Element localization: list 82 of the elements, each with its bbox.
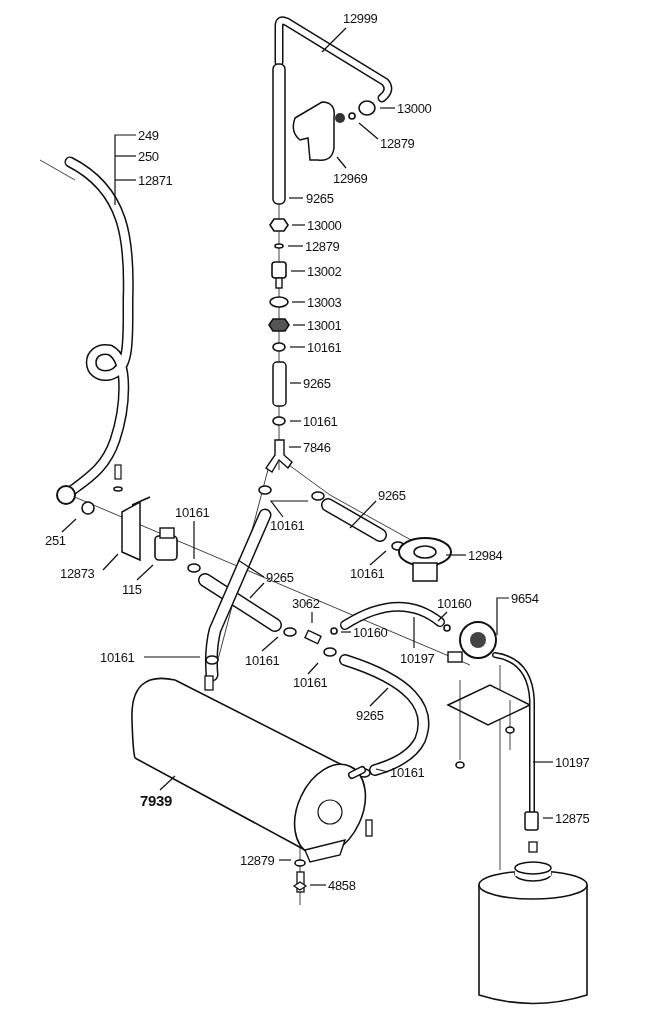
leader-line <box>340 631 352 633</box>
leader-line <box>237 559 265 599</box>
callout-number: 9265 <box>306 191 334 205</box>
callout-number: 13001 <box>307 318 342 332</box>
leader-line <box>269 500 309 518</box>
leader-line <box>193 520 195 560</box>
leader-line <box>114 179 137 181</box>
callout-number: 9265 <box>378 488 406 502</box>
leader-line <box>292 324 306 326</box>
leader-line <box>289 382 302 384</box>
leader-line <box>532 761 554 763</box>
callout-number: 9265 <box>266 570 294 584</box>
callout-number: 12873 <box>60 566 95 580</box>
callout-number: 10161 <box>175 505 210 519</box>
leader-line <box>358 122 379 140</box>
leader-line <box>278 859 292 861</box>
leader-line <box>159 775 176 791</box>
callout-number: 10197 <box>400 651 435 665</box>
callout-number: 13002 <box>307 264 342 278</box>
callout-number: 115 <box>122 582 142 596</box>
leader-line <box>369 550 387 566</box>
leader-line <box>114 155 137 157</box>
leader-line <box>496 597 510 636</box>
leader-line <box>321 27 347 53</box>
callout-number: 10161 <box>350 566 385 580</box>
leader-line <box>542 817 554 819</box>
leader-line <box>61 518 77 533</box>
callout-number: 10161 <box>100 650 135 664</box>
leader-line <box>311 611 313 624</box>
callout-number: 12969 <box>333 171 368 185</box>
leader-line <box>290 270 306 272</box>
callout-number: 12879 <box>380 136 415 150</box>
leader-line <box>261 636 279 652</box>
callout-number: 12879 <box>240 853 275 867</box>
callout-number: 9265 <box>303 376 331 390</box>
leader-line <box>289 346 306 348</box>
callout-number: 10161 <box>245 653 280 667</box>
leader-line <box>437 611 448 622</box>
callout-number: 3062 <box>292 596 320 610</box>
callout-number: 10161 <box>307 340 342 354</box>
leader-line <box>114 134 137 206</box>
callout-number: 13000 <box>307 218 342 232</box>
callout-number: 251 <box>45 533 66 547</box>
callout-number: 7846 <box>303 440 331 454</box>
leader-line <box>288 197 304 199</box>
leader-line <box>375 768 389 773</box>
callout-number: 12871 <box>138 173 173 187</box>
leader-line <box>102 553 119 571</box>
leader-line <box>291 301 306 303</box>
callout-number: 10197 <box>555 755 590 769</box>
leader-line <box>143 656 201 658</box>
leader-line <box>291 224 306 226</box>
callout-number: 9654 <box>511 591 539 605</box>
callout-number: 13000 <box>397 101 432 115</box>
callout-number: 250 <box>138 149 159 163</box>
callout-number: 4858 <box>328 878 356 892</box>
callout-number: 12879 <box>305 239 340 253</box>
callout-number: 12984 <box>468 548 503 562</box>
leader-line <box>307 662 319 675</box>
leader-line <box>369 687 389 707</box>
callout-number: 10161 <box>390 765 425 779</box>
leader-line <box>336 156 347 169</box>
leader-line <box>287 245 304 247</box>
leader-line <box>349 500 377 529</box>
leader-line <box>136 564 154 581</box>
callout-number: 10161 <box>303 414 338 428</box>
callout-number: 10160 <box>353 625 388 639</box>
leader-line <box>289 420 302 422</box>
callout-number: 12999 <box>343 11 378 25</box>
leader-line <box>309 884 327 886</box>
callout-number: 12875 <box>555 811 590 825</box>
leader-line <box>379 107 396 109</box>
callout-number: 10161 <box>270 518 305 532</box>
callout-number: 10161 <box>293 675 328 689</box>
leader-line <box>413 616 415 649</box>
callout-number: 13003 <box>307 295 342 309</box>
callout-number: 249 <box>138 128 159 142</box>
callout-number: 9265 <box>356 708 384 722</box>
leader-line <box>288 446 302 448</box>
leader-line <box>445 554 467 556</box>
callout-number: 10160 <box>437 596 472 610</box>
callout-number: 7939 <box>140 792 172 808</box>
